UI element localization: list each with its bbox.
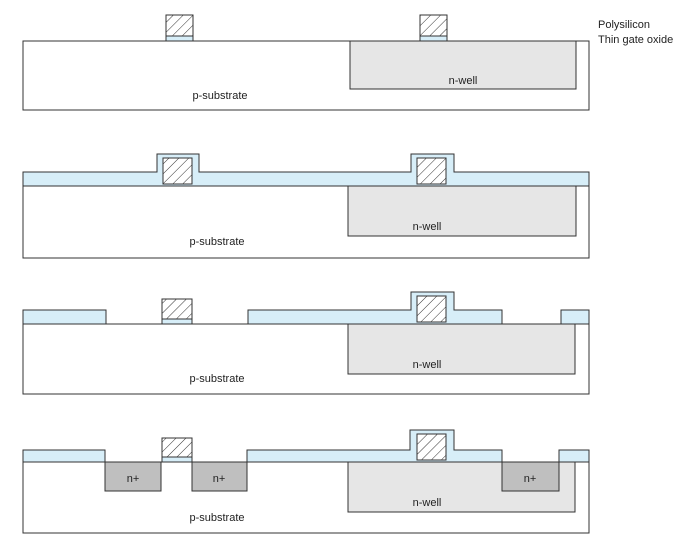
n-well-label: n-well xyxy=(449,75,478,87)
process-step-1: n-well p-substrate xyxy=(22,14,590,111)
p-substrate-label: p-substrate xyxy=(189,373,244,385)
oxide-segment xyxy=(246,429,503,463)
process-step-2: n-well p-substrate xyxy=(22,153,590,259)
polysilicon-gate xyxy=(416,295,447,323)
n-well-label: n-well xyxy=(413,359,442,371)
oxide-segment xyxy=(247,291,503,325)
p-substrate-label: p-substrate xyxy=(192,90,247,102)
n-plus-label: n+ xyxy=(127,473,140,485)
oxide-segment xyxy=(560,309,590,325)
oxide-segment xyxy=(558,449,590,463)
n-plus-diffusion xyxy=(501,461,560,492)
oxide-segment xyxy=(22,309,107,325)
polysilicon-gate xyxy=(165,14,194,37)
thin-gate-oxide xyxy=(161,456,193,463)
n-well-label: n-well xyxy=(413,497,442,509)
legend-polysilicon: Polysilicon xyxy=(598,19,650,31)
p-substrate-label: p-substrate xyxy=(189,236,244,248)
n-well xyxy=(349,40,577,90)
oxide-layer xyxy=(22,153,590,187)
polysilicon-gate xyxy=(161,298,193,320)
polysilicon-gate xyxy=(416,157,447,185)
n-plus-diffusion xyxy=(191,461,248,492)
oxide-segment xyxy=(22,449,106,463)
p-substrate-label: p-substrate xyxy=(189,512,244,524)
polysilicon-gate xyxy=(419,14,448,37)
n-plus-label: n+ xyxy=(213,473,226,485)
polysilicon-gate xyxy=(162,157,193,185)
thin-gate-oxide xyxy=(165,35,194,42)
legend-thin-gate-oxide: Thin gate oxide xyxy=(598,34,673,46)
thin-gate-oxide xyxy=(161,318,193,325)
n-well-label: n-well xyxy=(413,221,442,233)
thin-gate-oxide xyxy=(419,35,448,42)
n-well xyxy=(347,323,576,375)
n-plus-label: n+ xyxy=(524,473,537,485)
n-well xyxy=(347,185,577,237)
polysilicon-gate xyxy=(416,433,447,461)
process-step-3: n-well p-substrate xyxy=(22,291,590,395)
process-step-4: n-well p-substrate n+ n+ n+ xyxy=(22,429,590,534)
n-plus-diffusion xyxy=(104,461,162,492)
polysilicon-gate xyxy=(161,437,193,458)
